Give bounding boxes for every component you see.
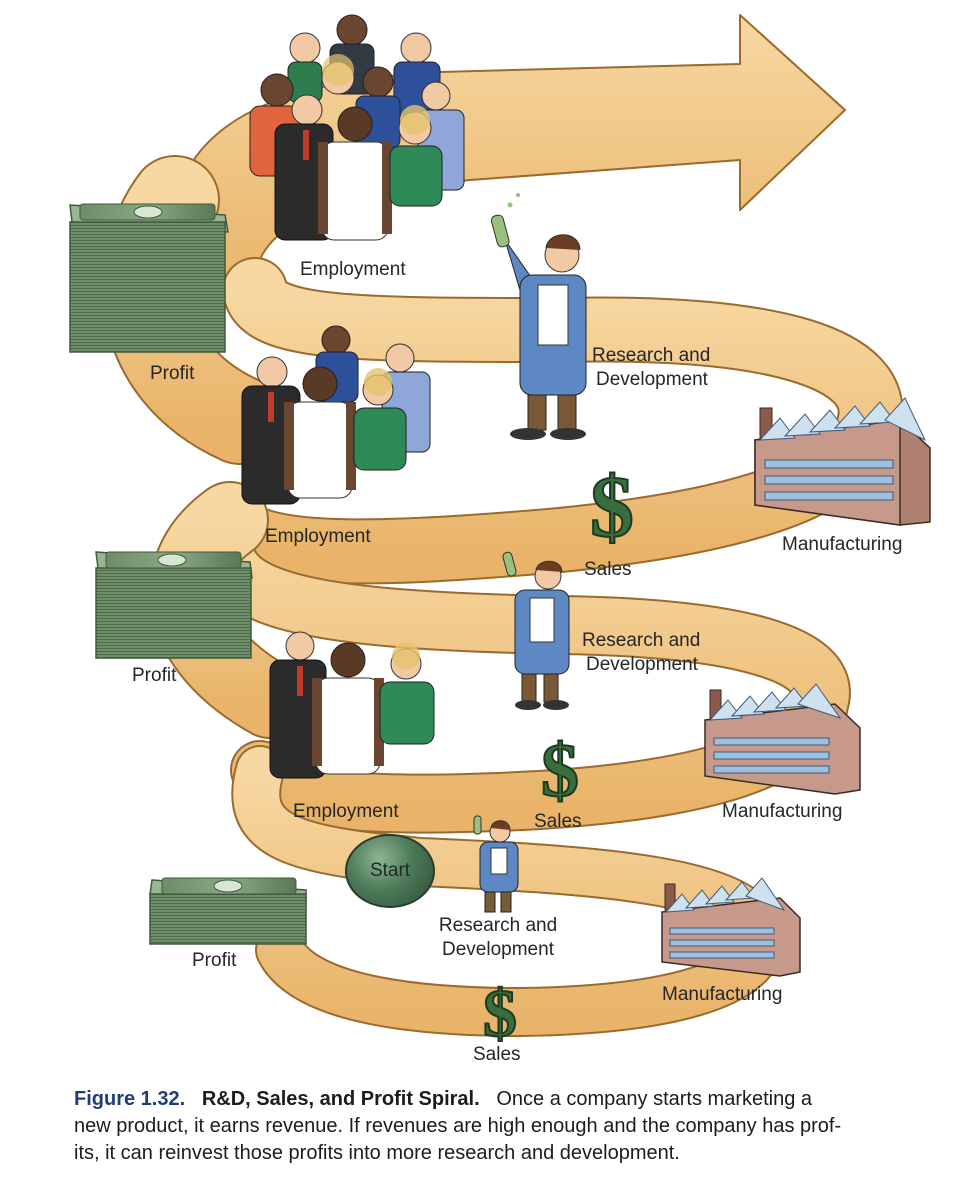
label-sales-top: Sales <box>584 559 632 580</box>
employees-group-low <box>269 631 435 779</box>
label-rd-top-line2: Development <box>596 369 708 390</box>
scientist-large <box>490 193 587 440</box>
spiral-diagram: $ $ $ <box>69 14 931 1052</box>
caption-line3: its, it can reinvest those profits into … <box>74 1142 680 1164</box>
factory-top <box>754 397 931 526</box>
label-employment-low: Employment <box>293 801 399 822</box>
money-stack-low <box>149 877 307 945</box>
employees-group-mid <box>241 325 431 505</box>
label-employment-mid: Employment <box>265 526 371 547</box>
caption-line2: new product, it earns revenue. If revenu… <box>74 1115 842 1137</box>
figure-caption: Figure 1.32. R&D, Sales, and Profit Spir… <box>74 1086 934 1167</box>
label-profit-top: Profit <box>150 363 195 384</box>
factory-low <box>661 877 801 977</box>
label-manufacturing-mid: Manufacturing <box>722 801 843 822</box>
dollar-icon-mid: $ <box>541 729 579 813</box>
label-sales-low: Sales <box>473 1044 521 1065</box>
label-sales-mid: Sales <box>534 811 582 832</box>
label-manufacturing-low: Manufacturing <box>662 984 783 1005</box>
scientist-medium <box>502 551 570 710</box>
caption-line1: Once a company starts marketing a <box>496 1088 813 1110</box>
dollar-icon-low: $ <box>483 975 517 1051</box>
start-label: Start <box>369 860 411 881</box>
employees-group-top <box>249 14 465 241</box>
caption-figure-number: Figure 1.32. <box>74 1088 186 1110</box>
label-rd-low-line2: Development <box>442 939 554 960</box>
label-rd-low-line1: Research and <box>438 915 558 936</box>
label-rd-mid-line2: Development <box>586 654 698 675</box>
dollar-icon-top: $ <box>590 459 634 556</box>
label-profit-mid: Profit <box>132 665 177 686</box>
label-manufacturing-top: Manufacturing <box>782 534 903 555</box>
money-stack-top <box>69 203 229 353</box>
start-ball: Start <box>345 834 435 908</box>
scientist-small <box>473 815 519 913</box>
factory-mid <box>704 683 861 795</box>
money-stack-mid <box>95 551 253 659</box>
label-rd-mid-line1: Research and <box>582 630 701 651</box>
caption-title: R&D, Sales, and Profit Spiral. <box>201 1088 480 1110</box>
label-employment-top: Employment <box>300 259 406 280</box>
label-profit-low: Profit <box>192 950 237 971</box>
label-rd-top-line1: Research and <box>592 345 711 366</box>
